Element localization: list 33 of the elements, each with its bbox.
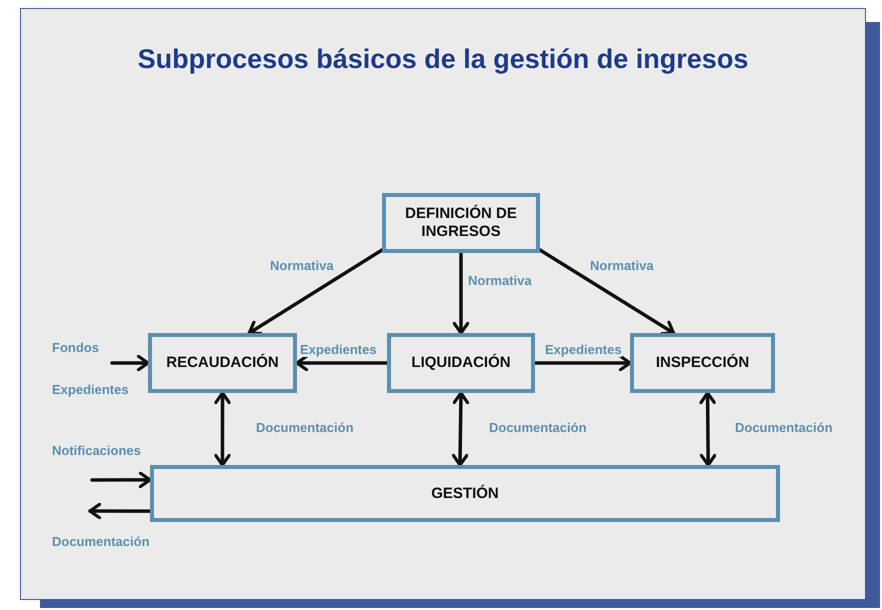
box-label: LIQUIDACIÓN: [411, 354, 511, 372]
arrow: [538, 248, 676, 336]
process-box: [387, 333, 535, 393]
arrow: [533, 354, 632, 372]
edge-label: Normativa: [270, 258, 334, 273]
process-box: [382, 193, 540, 253]
box-label: RECAUDACIÓN: [166, 354, 279, 372]
arrow: [452, 251, 470, 335]
edge-label: Normativa: [590, 258, 654, 273]
arrow: [452, 391, 470, 467]
process-box: [148, 333, 297, 393]
edge-label: Fondos: [52, 340, 99, 355]
flow-label: Expedientes: [52, 382, 129, 397]
arrow: [88, 502, 152, 520]
edge-label: Expedientes: [300, 342, 377, 357]
edge-label: Documentación: [256, 420, 354, 435]
process-box: [150, 465, 780, 522]
edge-label: Documentación: [489, 420, 587, 435]
process-box: [630, 333, 775, 393]
box-label: DEFINICIÓN DE INGRESOS: [404, 205, 518, 241]
arrow: [110, 354, 150, 372]
arrow: [90, 471, 152, 488]
edge-label: Expedientes: [545, 342, 622, 357]
arrow: [699, 391, 717, 467]
edge-label: Documentación: [52, 534, 150, 549]
edge-label: Notificaciones: [52, 443, 141, 458]
arrow: [248, 248, 384, 336]
edge-label: Normativa: [468, 273, 532, 288]
diagram-title: Subprocesos básicos de la gestión de ingresos: [136, 44, 750, 75]
box-label: INSPECCIÓN: [656, 354, 750, 372]
edge-label: Documentación: [735, 420, 833, 435]
arrow: [214, 391, 232, 467]
box-label: GESTIÓN: [431, 484, 499, 502]
